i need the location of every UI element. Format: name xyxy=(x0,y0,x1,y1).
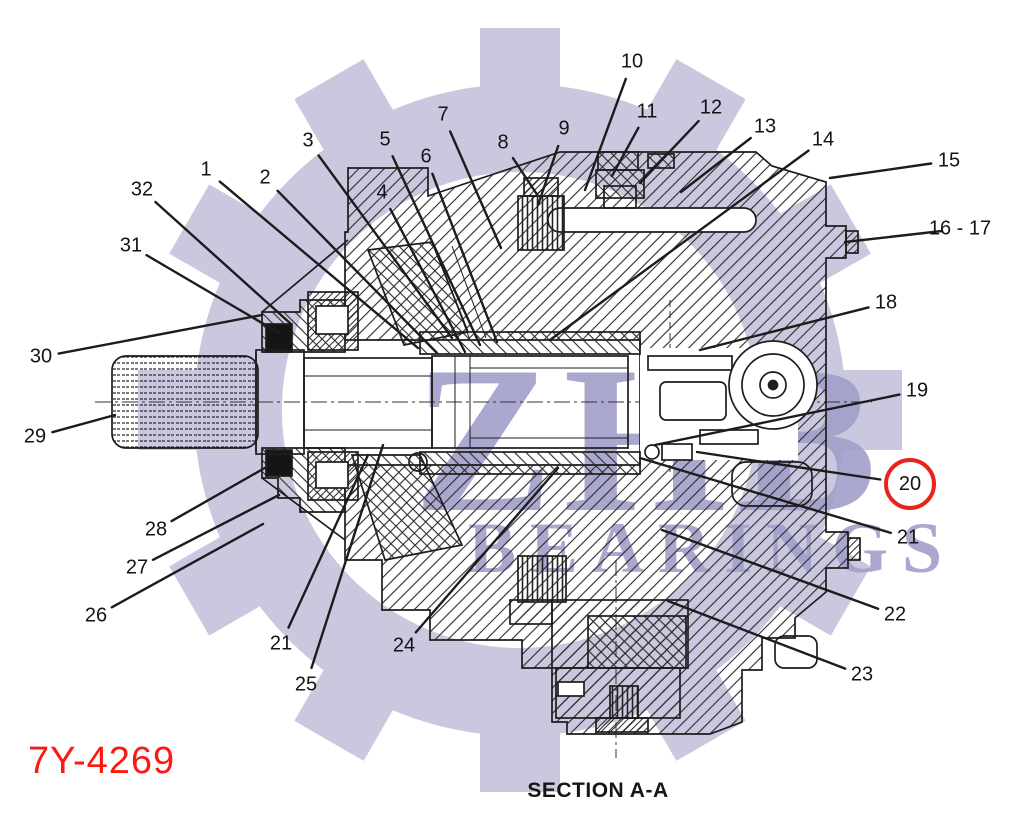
leader-line-28 xyxy=(170,463,272,523)
leader-line-9 xyxy=(536,144,560,207)
leader-line-14 xyxy=(548,149,810,342)
section-caption: SECTION A-A xyxy=(527,779,669,802)
drive-shaft xyxy=(111,349,433,455)
spring-pack-bottom xyxy=(517,555,567,603)
leader-line-21 xyxy=(638,456,892,535)
leader-line-23 xyxy=(666,599,847,670)
leader-line-19 xyxy=(653,393,901,447)
leader-line-32 xyxy=(154,200,293,326)
leader-line-12 xyxy=(638,119,700,185)
bearings xyxy=(307,291,359,501)
leader-lines-layer xyxy=(51,77,944,670)
leader-line-16-17 xyxy=(843,229,944,244)
leader-line-26 xyxy=(110,522,265,609)
leader-line-10 xyxy=(583,77,627,192)
leader-line-29 xyxy=(51,413,117,434)
leader-line-4 xyxy=(389,207,467,354)
leader-line-11 xyxy=(610,126,640,178)
leader-line-7 xyxy=(449,130,503,250)
bottom-bolt xyxy=(609,685,639,719)
leader-line-25 xyxy=(310,443,385,670)
leader-line-30 xyxy=(57,313,264,355)
leader-line-13 xyxy=(679,136,752,194)
leader-line-20 xyxy=(695,450,882,481)
circular-boss xyxy=(728,340,818,430)
part-number: 7Y-4269 xyxy=(28,740,176,782)
leader-line-5 xyxy=(391,155,482,347)
leader-line-31 xyxy=(145,253,281,335)
leader-line-15 xyxy=(828,162,933,180)
leader-line-2 xyxy=(276,189,438,354)
bottom-assembly xyxy=(509,599,689,733)
leader-line-27 xyxy=(151,493,281,561)
leader-line-18 xyxy=(698,306,870,352)
side-plug-lower xyxy=(847,537,861,561)
leader-line-6 xyxy=(431,172,499,344)
lower-cavity xyxy=(731,461,813,507)
cylinder-barrel xyxy=(419,331,641,475)
leader-line-22 xyxy=(660,528,880,610)
spring-pack-top xyxy=(517,195,565,251)
leader-line-24 xyxy=(414,466,560,634)
leader-line-21 xyxy=(287,453,370,629)
leader-line-3 xyxy=(317,154,454,340)
leader-line-1 xyxy=(218,180,420,350)
leader-line-8 xyxy=(511,156,540,198)
valve-plate-parts xyxy=(644,443,693,461)
bottom-right-foot xyxy=(774,635,818,669)
